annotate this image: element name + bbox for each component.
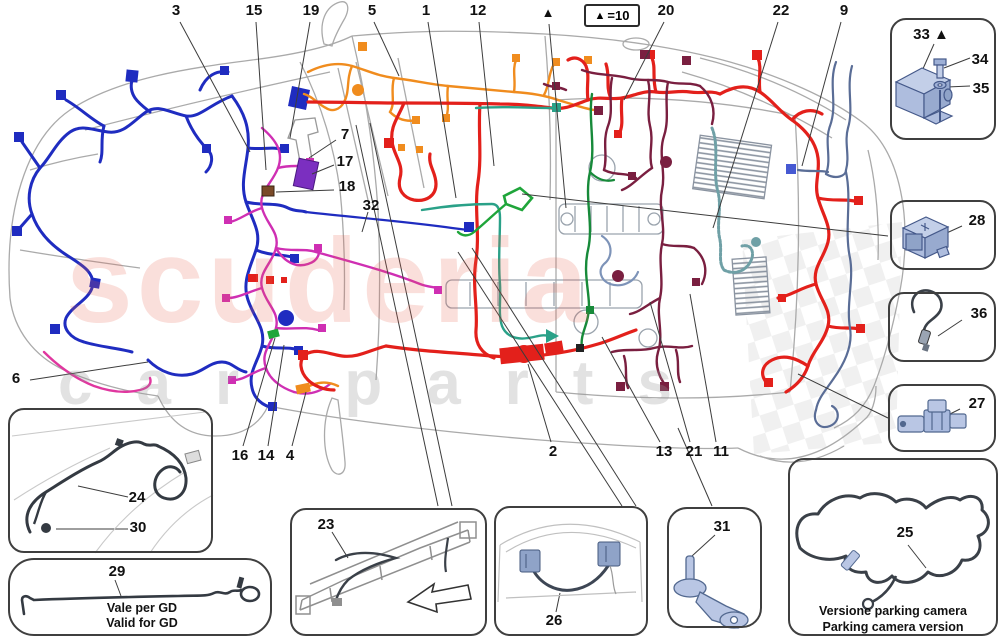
inset-box-31 (667, 507, 762, 628)
callout-29[interactable]: 29 (108, 563, 126, 580)
callout-7[interactable]: 7 (340, 126, 350, 143)
watermark-carparts: car parts (58, 349, 716, 418)
legend-box: ▲ =10 (584, 4, 640, 27)
inset-box-36 (888, 292, 996, 362)
callout-28[interactable]: 28 (968, 212, 986, 229)
callout-4[interactable]: 4 (285, 447, 295, 464)
callout-21[interactable]: 21 (685, 443, 703, 460)
inset-box-24-30 (8, 408, 213, 553)
callout-13[interactable]: 13 (655, 443, 673, 460)
callout-2[interactable]: 2 (548, 443, 558, 460)
callout-12[interactable]: 12 (469, 2, 487, 19)
harness-engine-maroon (542, 50, 715, 391)
harness-injection-green (267, 92, 616, 352)
inset-box-29 (8, 558, 272, 636)
callout-11[interactable]: 11 (713, 443, 729, 460)
harness-cabin-magenta (222, 126, 442, 395)
inset-box-33-34-35 (890, 18, 996, 140)
cable-29-icon (20, 576, 261, 616)
callout-31[interactable]: 31 (713, 518, 731, 535)
callout-26[interactable]: 26 (545, 612, 563, 629)
callout-23[interactable]: 23 (317, 516, 335, 533)
caption-vale-per-gd: Vale per GD (106, 601, 178, 615)
callout-1[interactable]: 1 (421, 2, 431, 19)
connector-27-icon (897, 399, 967, 433)
inset-box-23 (290, 508, 487, 636)
dashboard-23-icon (295, 521, 477, 615)
callout-14[interactable]: 14 (257, 447, 275, 464)
inset-box-28 (890, 200, 996, 270)
harness-bumper-pink (42, 350, 152, 394)
inset-box-27 (888, 384, 996, 452)
callout-35[interactable]: 35 (972, 80, 990, 97)
camera-cable-25-icon (795, 492, 990, 611)
callout-16[interactable]: 16 (231, 447, 249, 464)
harness-braided-teal-22 (710, 126, 761, 274)
caption-parking-camera-version: Parking camera version (822, 620, 964, 634)
callout-32[interactable]: 32 (362, 197, 380, 214)
callout-6[interactable]: 6 (11, 370, 21, 387)
callout-22[interactable]: 22 (772, 2, 790, 19)
callout-25[interactable]: 25 (896, 524, 914, 541)
connector-28-icon (901, 216, 950, 259)
leader-lines (29, 21, 971, 613)
callout-36[interactable]: 36 (970, 305, 988, 322)
callout-5[interactable]: 5 (367, 2, 377, 19)
legend-value: =10 (607, 8, 630, 23)
caption-valid-for-gd: Valid for GD (106, 616, 178, 630)
callout-9[interactable]: 9 (839, 2, 849, 19)
callout-27[interactable]: 27 (968, 395, 986, 412)
hook-cable-36-icon (910, 289, 943, 352)
callout-17[interactable]: 17 (336, 153, 354, 170)
cable-26-icon (497, 523, 643, 603)
harness-rear-steel-blue (599, 60, 854, 429)
callout-30[interactable]: 30 (129, 519, 147, 536)
inset-box-26 (494, 506, 648, 636)
relay-33-icon (894, 58, 954, 125)
callout-34[interactable]: 34 (971, 51, 989, 68)
caption-versione-parking-camera: Versione parking camera (819, 604, 967, 618)
triangle-marker: ▲ (541, 5, 555, 20)
harness-main-red (298, 50, 865, 394)
car-outline (8, 1, 906, 475)
watermark-scuderia: scuderia (66, 214, 592, 348)
callout-3[interactable]: 3 (171, 2, 181, 19)
callout-19[interactable]: 19 (302, 2, 320, 19)
inset-box-25 (788, 458, 998, 636)
component-17-and-18 (261, 157, 320, 197)
callout-15[interactable]: 15 (245, 2, 263, 19)
callout-33[interactable]: 33 ▲ (913, 26, 949, 43)
callout-20[interactable]: 20 (657, 2, 675, 19)
callout-18[interactable]: 18 (338, 178, 356, 195)
legend-triangle-icon: ▲ (594, 9, 606, 22)
cable-24-icon (11, 411, 214, 554)
callout-24[interactable]: 24 (128, 489, 146, 506)
